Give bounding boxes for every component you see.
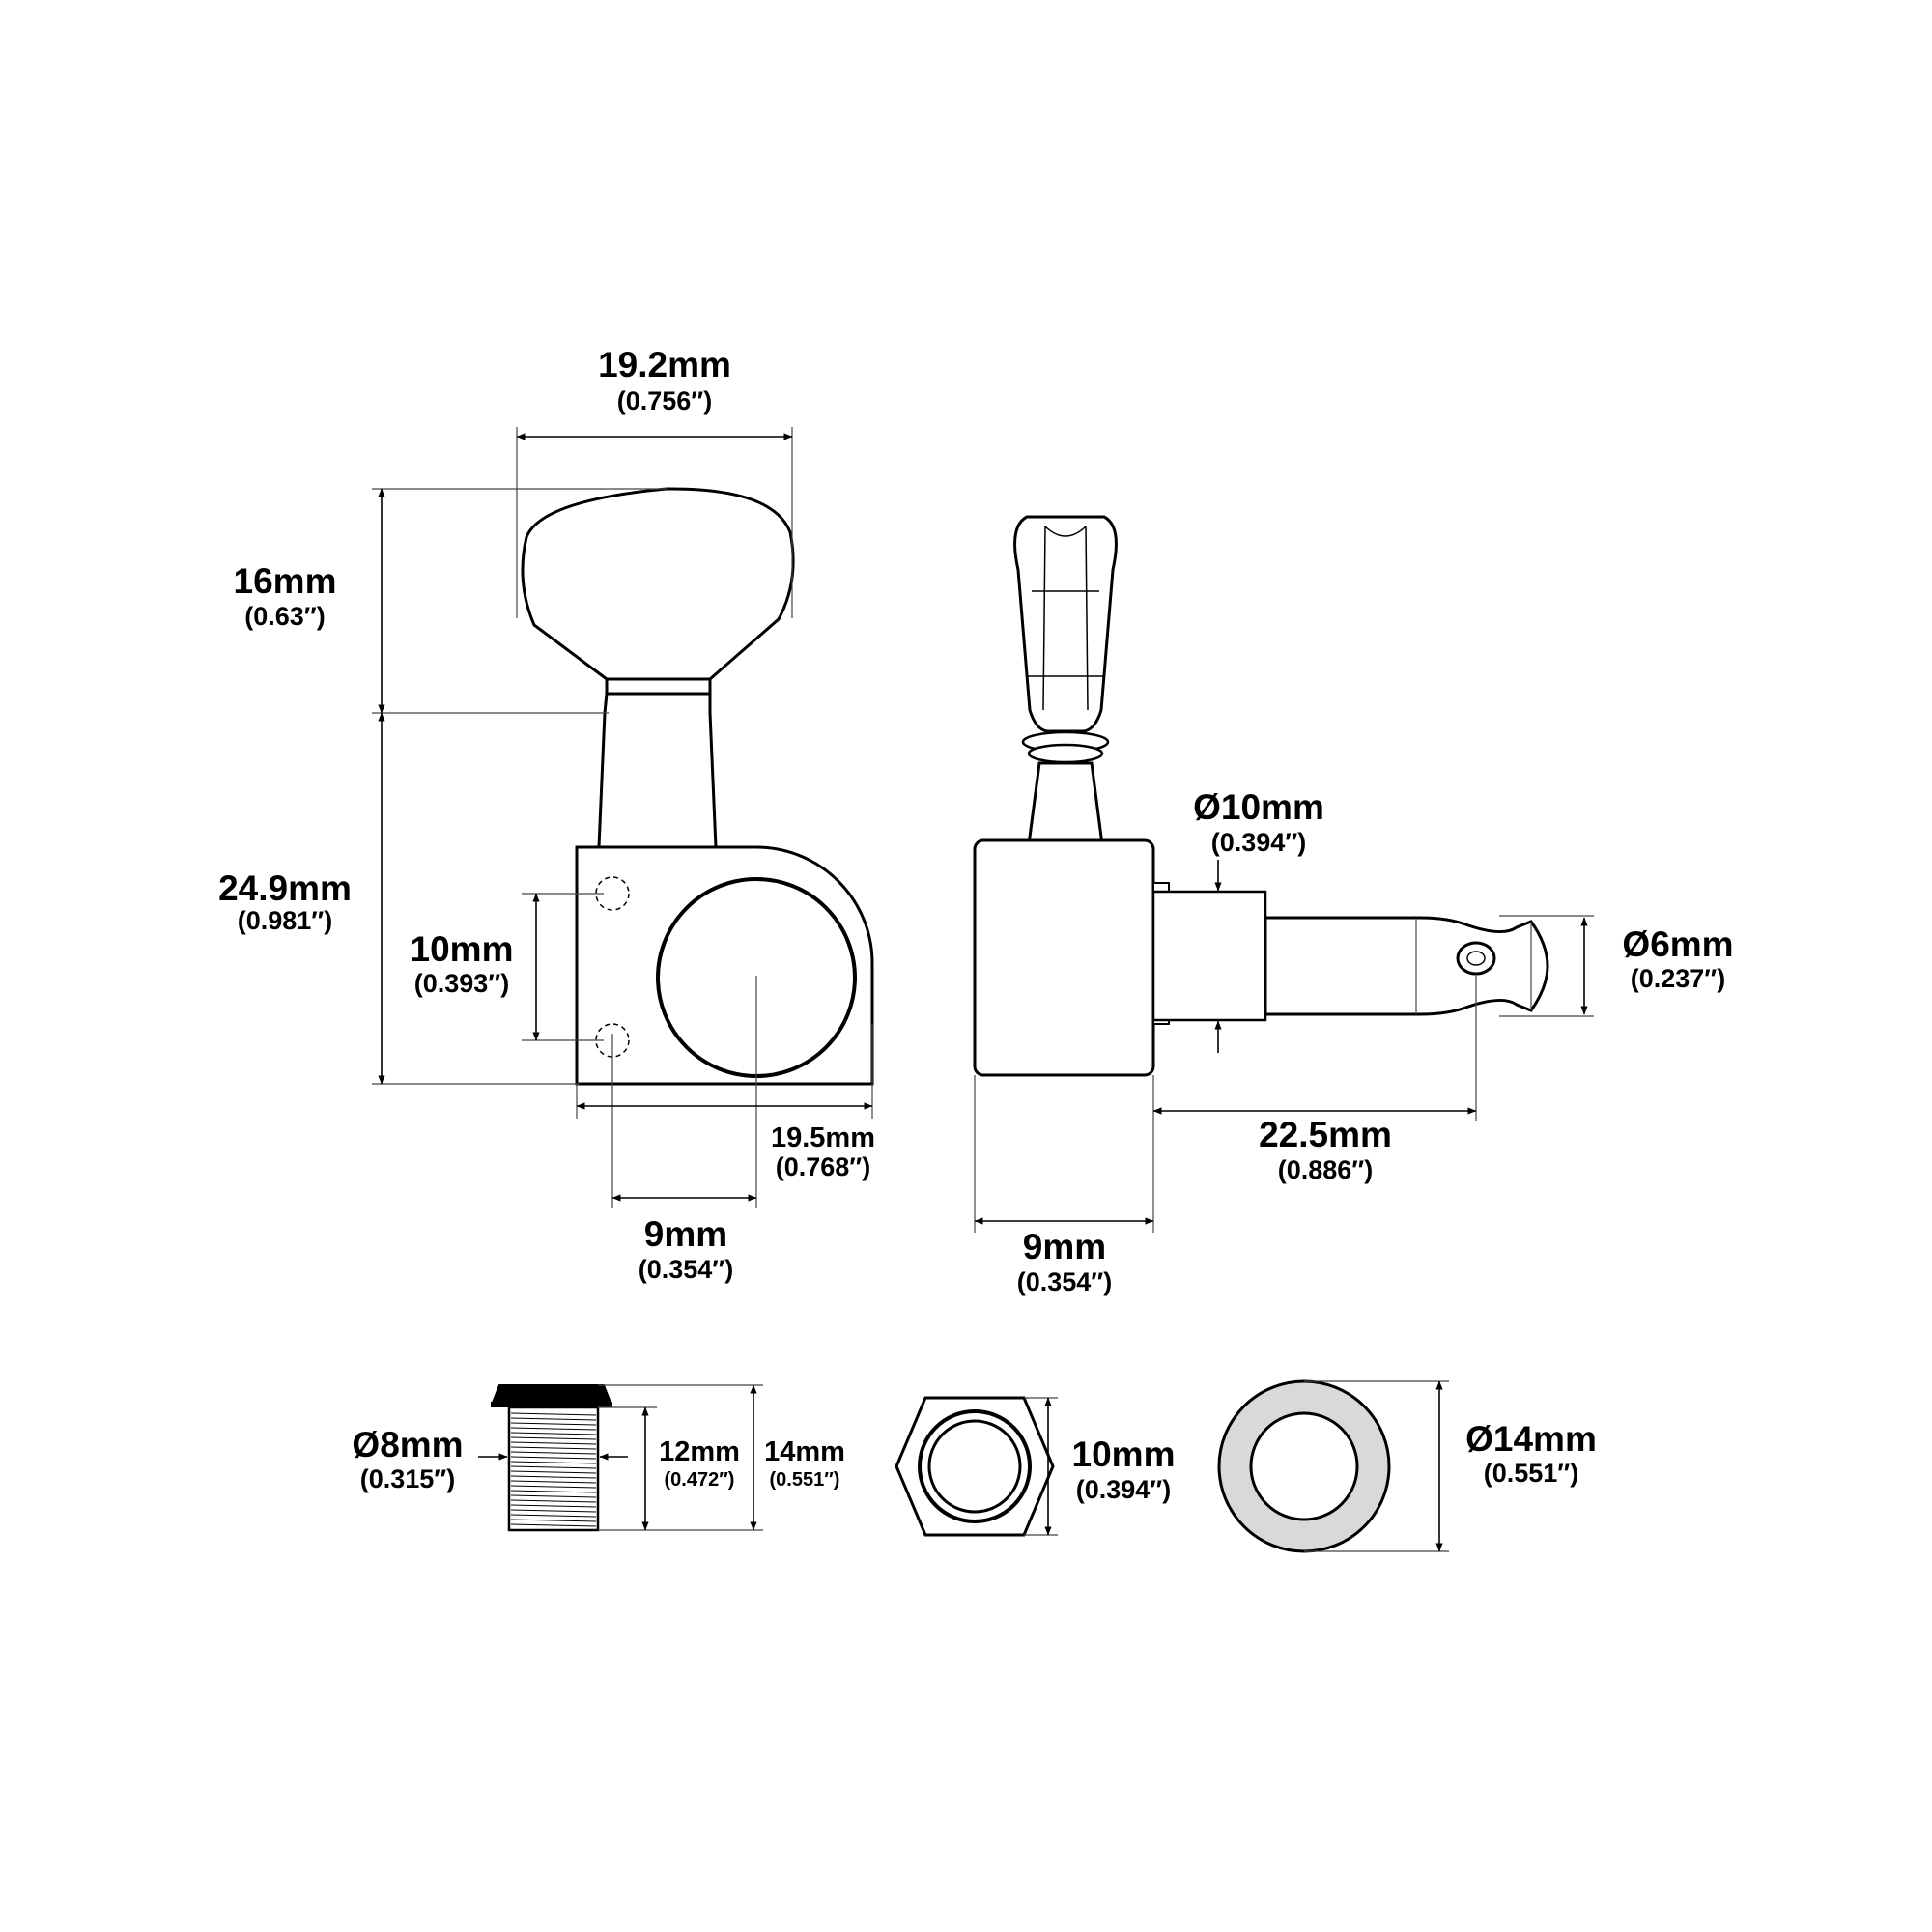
side-view: Ø10mm (0.394″) Ø6mm (0.237″) 22.5mm (0.8… xyxy=(973,515,1734,1296)
bushing-part-diameter-mm: Ø8mm xyxy=(352,1425,463,1464)
thread-line xyxy=(510,1519,597,1522)
bushing-part: Ø8mm (0.315″) 12mm (0.472″) 14mm (0.551″… xyxy=(352,1384,845,1532)
thread-line xyxy=(510,1480,597,1484)
thread-line xyxy=(510,1494,597,1498)
thread-line xyxy=(510,1456,597,1460)
body-width-mm: 19.5mm xyxy=(771,1122,875,1153)
post-length-mm: 22.5mm xyxy=(1259,1115,1392,1154)
bushing-diameter-inch: (0.394″) xyxy=(1211,828,1306,857)
thread-line xyxy=(510,1514,597,1518)
hole-spacing-inch: (0.393″) xyxy=(414,969,509,998)
button-width-mm: 19.2mm xyxy=(598,345,731,384)
bushing-length-mm: 14mm xyxy=(764,1436,845,1467)
post-diameter-inch: (0.237″) xyxy=(1631,964,1725,993)
screw-hole-top xyxy=(595,876,630,911)
tuner-shaft xyxy=(597,692,718,849)
body-height-mm: 24.9mm xyxy=(218,868,352,908)
hole-spacing-mm: 10mm xyxy=(411,929,514,969)
button-ridge xyxy=(1028,526,1103,711)
thread-line xyxy=(510,1470,597,1474)
thread-line xyxy=(510,1523,597,1527)
bushing-thread-lines xyxy=(510,1412,597,1527)
thread-line xyxy=(510,1485,597,1489)
thread-line xyxy=(510,1417,597,1421)
thread-line xyxy=(510,1441,597,1445)
thread-line xyxy=(510,1509,597,1513)
thread-line xyxy=(510,1475,597,1479)
post-length-inch: (0.886″) xyxy=(1278,1155,1373,1184)
bushing-diameter-mm: Ø10mm xyxy=(1193,787,1324,827)
button-height-mm: 16mm xyxy=(234,561,337,601)
thread-line xyxy=(510,1427,597,1431)
tuner-button-side xyxy=(1013,515,1118,733)
tuner-button xyxy=(521,487,795,681)
button-width-inch: (0.756″) xyxy=(617,386,712,415)
body-depth-mm: 9mm xyxy=(1023,1227,1106,1266)
thread-line xyxy=(510,1499,597,1503)
thread-line xyxy=(510,1432,597,1435)
body-width-inch: (0.768″) xyxy=(776,1152,870,1181)
washer-diameter-mm: Ø14mm xyxy=(1465,1419,1597,1459)
screw-hole-bottom xyxy=(595,1023,630,1058)
thread-line xyxy=(510,1446,597,1450)
string-hole xyxy=(1456,941,1496,976)
thread-line xyxy=(510,1504,597,1508)
thread-line xyxy=(510,1422,597,1426)
bushing-length-inch: (0.551″) xyxy=(770,1469,840,1491)
washer-diameter-inch: (0.551″) xyxy=(1484,1459,1578,1488)
tuner-shaft-side xyxy=(1027,761,1104,846)
body-height-inch: (0.981″) xyxy=(238,906,332,935)
thread-length-mm: 12mm xyxy=(659,1436,740,1467)
washer-part: Ø14mm (0.551″) xyxy=(1217,1379,1597,1553)
thread-line xyxy=(510,1436,597,1440)
thread-length-inch: (0.472″) xyxy=(665,1469,735,1491)
button-neck-ring xyxy=(605,677,712,696)
post-offset-mm: 9mm xyxy=(644,1214,727,1254)
body-depth-inch: (0.354″) xyxy=(1017,1267,1112,1296)
thread-line xyxy=(510,1412,597,1416)
thread-line xyxy=(510,1451,597,1455)
nut-size-inch: (0.394″) xyxy=(1076,1475,1171,1504)
thread-line xyxy=(510,1461,597,1464)
nut-size-mm: 10mm xyxy=(1072,1435,1176,1474)
front-view: 19.2mm (0.756″) 16mm (0.63″) 24.9mm (0.9… xyxy=(218,345,875,1284)
post-offset-inch: (0.354″) xyxy=(639,1255,733,1284)
button-height-inch: (0.63″) xyxy=(244,602,325,631)
thread-line xyxy=(510,1465,597,1469)
thread-line xyxy=(510,1490,597,1493)
tuner-housing-side xyxy=(973,838,1155,1077)
bushing-flange xyxy=(491,1384,612,1405)
bushing-block xyxy=(1151,890,1267,1022)
post-diameter-mm: Ø6mm xyxy=(1622,924,1733,964)
bushing-part-diameter-inch: (0.315″) xyxy=(360,1464,455,1493)
hex-nut-part: 10mm (0.394″) xyxy=(895,1396,1176,1537)
string-post xyxy=(1264,916,1549,1016)
